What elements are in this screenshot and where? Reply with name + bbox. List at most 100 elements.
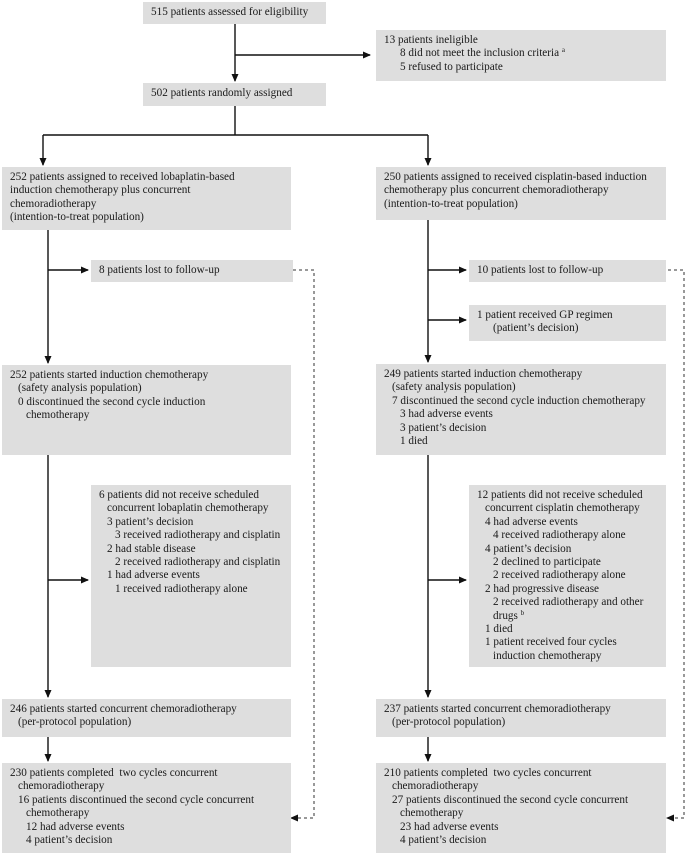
right-induction-line: (safety analysis population) — [384, 381, 658, 394]
right-not-received-line: 2 received radiotherapy alone — [477, 569, 658, 582]
footnote-a: a — [561, 46, 565, 55]
left-completed-line: 230 patients completed two cycles concur… — [10, 767, 283, 780]
right-completed-line: 210 patients completed two cycles concur… — [384, 767, 658, 780]
left-assigned-box: 252 patients assigned to received lobapl… — [2, 167, 291, 230]
left-completed-line: 4 patient’s decision — [10, 834, 283, 847]
right-not-received-text: 4 received radiotherapy alone — [493, 529, 626, 542]
left-ccrt-line: 246 patients started concurrent chemorad… — [10, 703, 237, 715]
right-not-received-text: 12 patients did not receive scheduled — [477, 489, 643, 501]
right-not-received-line: 2 received radiotherapy and other — [477, 596, 658, 609]
left-completed-line: chemoradiotherapy — [10, 780, 283, 793]
right-assigned-line: (intention-to-treat population) — [384, 197, 518, 210]
left-not-received-text: 1 had adverse events — [107, 569, 200, 582]
left-completed-text: 230 patients completed two cycles concur… — [10, 767, 218, 779]
right-completed-line: 23 had adverse events — [384, 821, 658, 834]
left-lost-box: 8 patients lost to follow-up — [91, 260, 293, 282]
right-completed-text: chemoradiotherapy — [392, 780, 479, 793]
right-completed-box: 210 patients completed two cycles concur… — [376, 763, 666, 853]
right-completed-text: chemotherapy — [400, 807, 464, 820]
randomized-box: 502 patients randomly assigned — [143, 83, 326, 106]
left-assigned-line: (intention-to-treat population) — [10, 211, 144, 224]
left-not-received-text: 3 received radiotherapy and cisplatin — [115, 529, 281, 542]
right-not-received-line: 1 died — [477, 623, 658, 636]
right-completed-line: chemoradiotherapy — [384, 780, 658, 793]
left-completed-text: 4 patient’s decision — [26, 834, 113, 847]
left-assigned-line: induction chemotherapy plus concurrent — [10, 184, 191, 197]
assessed-box: 515 patients assessed for eligibility — [143, 2, 326, 24]
assessed-text: 515 patients assessed for eligibility — [151, 6, 309, 18]
right-assigned-box: 250 patients assigned to received cispla… — [376, 167, 666, 220]
left-not-received-text: 2 received radiotherapy and cisplatin — [115, 556, 281, 569]
ineligible-box: 13 patients ineligible 8 did not meet th… — [376, 30, 666, 81]
right-not-received-text: 1 died — [485, 623, 513, 636]
right-lost-box: 10 patients lost to follow-up — [469, 260, 666, 282]
right-not-received-text: 2 declined to participate — [493, 556, 601, 569]
right-not-received-line: 4 received radiotherapy alone — [477, 529, 658, 542]
randomized-text: 502 patients randomly assigned — [151, 87, 293, 99]
left-induction-line: 252 patients started induction chemother… — [10, 369, 209, 381]
right-not-received-text: 2 received radiotherapy and other — [493, 596, 644, 609]
left-not-received-text: concurrent lobaplatin chemotherapy — [107, 502, 269, 515]
right-not-received-text: 4 patient’s decision — [485, 542, 572, 555]
right-gp-line: 1 patient received GP regimen — [477, 309, 613, 321]
right-induction-line: 1 died — [384, 435, 658, 448]
right-assigned-line: chemotherapy plus concurrent chemoradiot… — [384, 184, 609, 197]
not-meet-text: 8 did not meet the inclusion criteria — [400, 47, 560, 60]
right-not-received-text: concurrent cisplatin chemotherapy — [485, 502, 640, 515]
right-completed-text: 210 patients completed two cycles concur… — [384, 767, 592, 779]
left-not-received-line: 3 patient’s decision — [99, 516, 283, 529]
left-completed-line: 12 had adverse events — [10, 821, 283, 834]
right-lost-text: 10 patients lost to follow-up — [477, 264, 604, 276]
left-not-received-line: 1 had adverse events — [99, 569, 283, 582]
ineligible-title: 13 patients ineligible — [384, 34, 478, 46]
right-not-received-text: 2 received radiotherapy alone — [493, 569, 626, 582]
right-induction-line: 7 discontinued the second cycle inductio… — [384, 395, 658, 408]
right-induction-text: 3 had adverse events — [400, 408, 493, 421]
right-not-received-line: concurrent cisplatin chemotherapy — [477, 502, 658, 515]
right-not-received-line: 2 had progressive disease — [477, 583, 658, 596]
left-induction-line: 0 discontinued the second cycle inductio… — [18, 395, 206, 408]
left-completed-text: 16 patients discontinued the second cycl… — [18, 793, 255, 806]
right-not-received-text: drugs — [493, 609, 518, 622]
left-assigned-line: 252 patients assigned to received lobapl… — [10, 171, 235, 183]
left-completed-text: chemoradiotherapy — [18, 780, 105, 793]
right-ccrt-box: 237 patients started concurrent chemorad… — [376, 699, 666, 737]
right-not-received-text: 4 had adverse events — [485, 515, 578, 528]
right-gp-box: 1 patient received GP regimen (patient’s… — [469, 305, 666, 341]
left-induction-box: 252 patients started induction chemother… — [2, 365, 291, 455]
right-not-received-line: 4 had adverse events — [477, 516, 658, 529]
right-completed-text: 4 patient’s decision — [400, 834, 487, 847]
left-not-received-text: 2 had stable disease — [107, 542, 196, 555]
left-not-received-text: 1 received radiotherapy alone — [115, 582, 248, 595]
left-induction-line: chemotherapy — [26, 409, 90, 422]
right-gp-line: (patient’s decision) — [493, 322, 579, 335]
right-induction-text: 7 discontinued the second cycle inductio… — [392, 394, 646, 407]
left-completed-box: 230 patients completed two cycles concur… — [2, 763, 291, 853]
right-not-received-line: 1 patient received four cycles — [477, 636, 658, 649]
left-not-received-line: 6 patients did not receive scheduled — [99, 489, 283, 502]
left-ccrt-box: 246 patients started concurrent chemorad… — [2, 699, 291, 737]
right-not-received-text: 2 had progressive disease — [485, 582, 600, 595]
left-completed-line: chemotherapy — [10, 807, 283, 820]
right-not-received-line: induction chemotherapy — [477, 650, 658, 663]
right-not-received-line: drugs b — [477, 608, 658, 623]
right-completed-line: 4 patient’s decision — [384, 834, 658, 847]
left-not-received-text: 3 patient’s decision — [107, 515, 194, 528]
right-ccrt-line: 237 patients started concurrent chemorad… — [384, 703, 611, 715]
left-completed-line: 16 patients discontinued the second cycl… — [10, 794, 283, 807]
right-completed-line: chemotherapy — [384, 807, 658, 820]
left-completed-text: 12 had adverse events — [26, 820, 125, 833]
right-induction-text: (safety analysis population) — [392, 381, 516, 394]
ineligible-not-meet: 8 did not meet the inclusion criteria a — [384, 47, 658, 60]
left-ccrt-line: (per-protocol population) — [18, 716, 132, 729]
left-not-received-text: 6 patients did not receive scheduled — [99, 489, 259, 501]
right-completed-text: 27 patients discontinued the second cycl… — [392, 793, 629, 806]
ineligible-refused: 5 refused to participate — [400, 60, 503, 73]
right-assigned-line: 250 patients assigned to received cispla… — [384, 171, 647, 183]
left-assigned-line: chemoradiotherapy — [10, 197, 97, 210]
footnote-b: b — [520, 608, 525, 617]
left-not-received-line: concurrent lobaplatin chemotherapy — [99, 502, 283, 515]
left-not-received-line: 3 received radiotherapy and cisplatin — [99, 529, 283, 542]
